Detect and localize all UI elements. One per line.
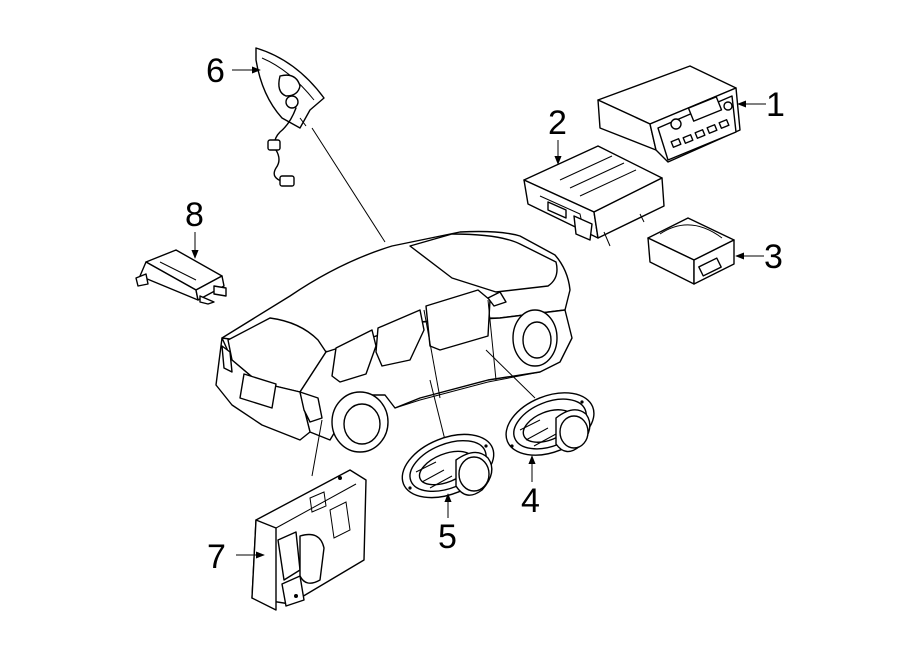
speaker-icon-left[interactable] <box>393 422 503 510</box>
callout-5: 5 <box>438 518 457 556</box>
callout-8: 8 <box>185 196 204 234</box>
vehicle-suv-icon <box>215 230 573 453</box>
callout-labels: 1 2 3 4 5 6 7 8 <box>185 52 785 576</box>
callout-7: 7 <box>207 538 226 576</box>
speaker-icon-right[interactable] <box>497 381 603 467</box>
callout-arrows <box>191 66 766 559</box>
callout-4: 4 <box>521 482 540 520</box>
callout-1: 1 <box>766 86 785 124</box>
sensor-module-icon[interactable] <box>135 249 227 305</box>
callout-6: 6 <box>206 52 225 90</box>
leader-lines <box>311 127 536 477</box>
amplifier-module-icon[interactable] <box>523 145 665 247</box>
subwoofer-enclosure-icon[interactable] <box>251 469 367 611</box>
radio-receiver-icon[interactable] <box>597 65 741 163</box>
callout-2: 2 <box>548 104 567 142</box>
callout-3: 3 <box>764 238 783 276</box>
tweeter-bracket-icon[interactable] <box>255 47 325 187</box>
control-module-icon[interactable] <box>647 217 735 285</box>
